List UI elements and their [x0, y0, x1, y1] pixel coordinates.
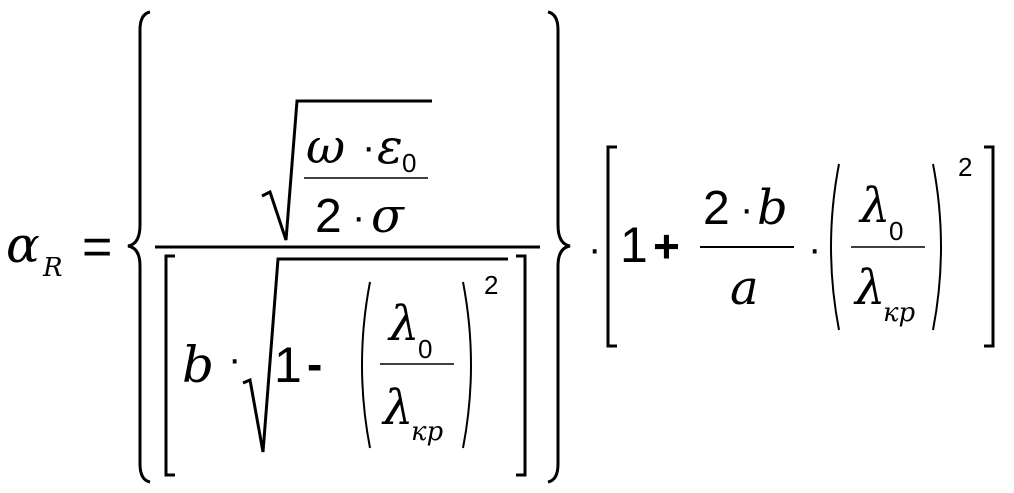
- denominator-left-bracket: [164, 254, 175, 477]
- bracket-lambda-top-subscript: 0: [889, 216, 903, 246]
- lhs-alpha-symbol: α: [6, 216, 40, 274]
- bracket-plus: +: [653, 220, 680, 272]
- right-group-right-bracket: [984, 145, 995, 348]
- den-lambda-top: λ: [387, 296, 419, 352]
- bracket-frac-a: a: [730, 260, 759, 316]
- num-dot: ·: [362, 125, 375, 169]
- den-one: 1: [274, 337, 302, 393]
- den-dot: ·: [228, 337, 241, 381]
- bracket-frac-b: b: [757, 180, 788, 236]
- bracket-frac-two: 2: [703, 182, 730, 235]
- num-den-dot: ·: [352, 195, 365, 239]
- bracket-frac-dot: ·: [740, 187, 753, 231]
- numerator-radical: [261, 99, 432, 241]
- bracket-lambda-bottom: λ: [853, 260, 885, 316]
- den-left-paren: [361, 281, 371, 449]
- lhs-subscript: R: [42, 253, 63, 283]
- bracket-left-paren: [830, 163, 840, 331]
- equals-sign: =: [82, 218, 112, 276]
- den-b: b: [182, 336, 214, 394]
- den-right-paren: [462, 281, 472, 449]
- right-group-left-bracket: [606, 145, 617, 348]
- bracket-lambda-bottom-subscript: кр: [883, 298, 916, 328]
- num-two: 2: [315, 190, 342, 243]
- num-epsilon-subscript: 0: [402, 148, 416, 178]
- num-epsilon: ε: [377, 119, 403, 175]
- bracket-exponent: 2: [958, 152, 972, 182]
- denominator-radical: [242, 257, 508, 453]
- den-minus: -: [307, 338, 322, 390]
- left-curly-brace: [127, 10, 151, 484]
- right-curly-brace: [547, 10, 571, 484]
- den-lambda-top-subscript: 0: [418, 334, 432, 364]
- den-lambda-bottom: λ: [381, 380, 413, 436]
- num-omega: ω: [306, 119, 345, 175]
- den-exponent: 2: [484, 270, 498, 300]
- denominator-right-bracket: [516, 254, 527, 477]
- den-lambda-bottom-subscript: кр: [411, 417, 444, 447]
- num-sigma: σ: [371, 188, 405, 244]
- bracket-one: 1: [620, 217, 648, 273]
- outer-dot: ·: [588, 227, 601, 271]
- bracket-lambda-top: λ: [858, 178, 890, 234]
- bracket-dot: ·: [808, 227, 821, 271]
- bracket-right-paren: [932, 163, 942, 331]
